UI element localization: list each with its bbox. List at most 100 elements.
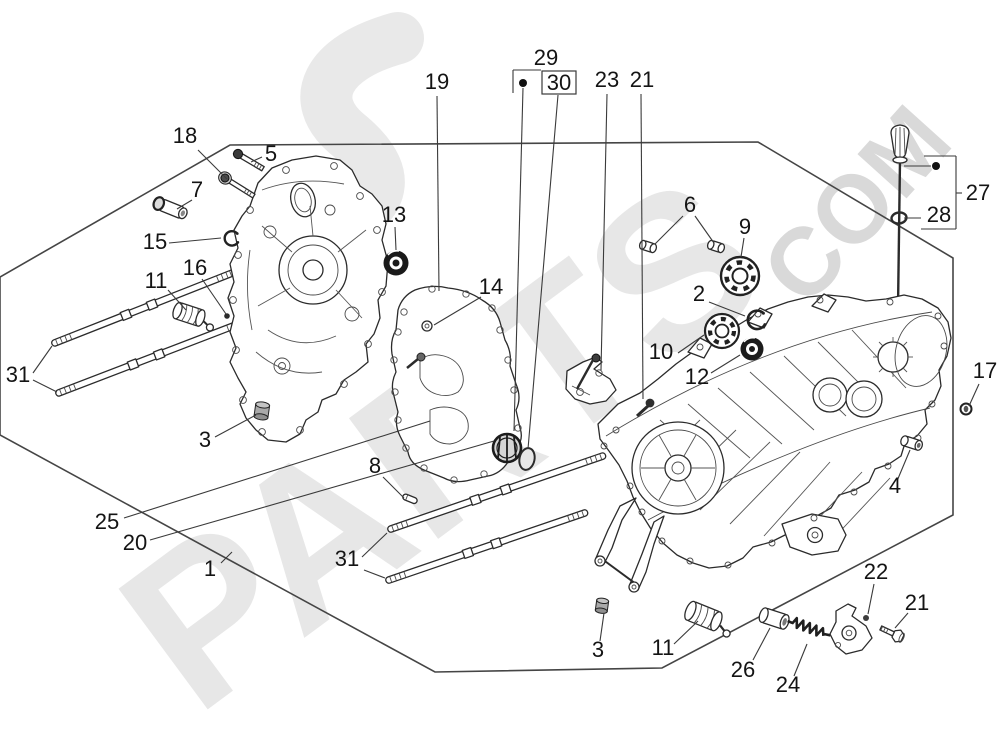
callout-30: 30: [547, 70, 571, 95]
flange-bolt-18: [218, 171, 256, 199]
leader-line-3: [599, 612, 605, 642]
leader-line-20: [149, 440, 495, 541]
callout-8: 8: [369, 453, 381, 478]
bracket-22: [829, 603, 873, 655]
oil-jet-bushing: [421, 320, 433, 332]
callout-11: 11: [145, 268, 168, 293]
leader-line-1: [220, 551, 233, 564]
leader-line-3: [214, 414, 257, 438]
leader-line-5: [250, 156, 263, 163]
leader-line-21: [894, 612, 909, 629]
oil-dipstick: [890, 124, 910, 309]
dowel-pin-3-left: [253, 401, 271, 421]
callout-31: 31: [335, 546, 359, 571]
leader-line-31: [32, 379, 58, 393]
callout-25: 25: [95, 509, 119, 534]
leader-line-13: [394, 226, 397, 251]
callout-21: 21: [630, 67, 654, 92]
callout-20: 20: [123, 530, 147, 555]
callout-11: 11: [652, 635, 675, 660]
callout-23: 23: [595, 67, 619, 92]
leader-line-4: [896, 449, 911, 482]
callout-10: 10: [649, 339, 673, 364]
callout-box-30: [541, 70, 577, 95]
stud-bolt-lower-1: [387, 452, 607, 533]
bullet-leader-line: [513, 87, 524, 432]
callout-18: 18: [173, 123, 197, 148]
spacer-sleeve-26: [758, 607, 790, 630]
reference-bullet: [932, 162, 940, 170]
leader-line-6: [654, 215, 684, 245]
circlip-2: [746, 309, 767, 331]
bushing-6b: [706, 239, 726, 254]
oil-seal-12: [740, 337, 764, 361]
reference-bullet: [519, 79, 527, 87]
callout-3: 3: [592, 637, 604, 662]
ball-bearing-10: [703, 312, 741, 350]
leader-line-30: [527, 94, 559, 450]
callout-28: 28: [927, 202, 951, 227]
leader-line-9: [740, 237, 745, 258]
dipstick-oring: [890, 211, 908, 225]
leader-line-31: [363, 569, 386, 579]
leader-line-25: [123, 420, 431, 519]
leader-line-16: [201, 278, 227, 315]
leader-line-24: [793, 643, 808, 677]
stud-bolt-upper-left-1: [51, 269, 237, 347]
callout-27: 27: [966, 180, 990, 205]
callout-22: 22: [864, 559, 888, 584]
callout-21: 21: [905, 590, 929, 615]
leader-line-18: [197, 149, 228, 180]
bracket-plate-23: [565, 353, 617, 405]
bushing-4: [900, 435, 924, 451]
leader-line-11: [673, 620, 699, 645]
hex-bolt-21: [879, 625, 905, 643]
callout-7: 7: [191, 177, 203, 202]
callout-3: 3: [199, 427, 211, 452]
callout-24: 24: [776, 672, 800, 697]
rubber-damper-11-right: [684, 600, 731, 638]
pin-8: [402, 493, 418, 505]
diagram-border: [0, 141, 954, 673]
callout-6: 6: [684, 192, 696, 217]
callout-9: 9: [739, 214, 751, 239]
o-ring-30: [518, 447, 536, 471]
leader-line-11: [167, 289, 187, 311]
stud-bolt-lower-2: [385, 509, 589, 584]
leader-line-26: [752, 627, 771, 661]
oil-seal-13: [383, 250, 409, 276]
leader-line-15: [168, 237, 222, 244]
callout-2: 2: [693, 281, 705, 306]
callout-15: 15: [143, 229, 167, 254]
leader-line-22: [867, 583, 875, 615]
leader-line-8: [382, 476, 405, 499]
spring-24: [787, 616, 831, 637]
leader-line-7: [176, 199, 193, 210]
screw-21-installed: [635, 398, 655, 418]
callout-13: 13: [382, 202, 406, 227]
plug-17-bore: [963, 405, 969, 413]
leader-line-19: [436, 95, 440, 292]
callout-17: 17: [973, 358, 997, 383]
callout-14: 14: [479, 274, 503, 299]
callout-1: 1: [204, 556, 216, 581]
dowel-pin-3-right: [594, 597, 610, 614]
leader-line-17: [968, 383, 980, 407]
leader-line-6: [694, 215, 715, 244]
ball-bearing-9: [719, 255, 761, 297]
callout-16: 16: [183, 255, 207, 280]
leader-line-23: [600, 93, 608, 371]
circlip-15: [223, 229, 240, 247]
gasket-bolt: [416, 352, 426, 362]
callout-26: 26: [731, 657, 755, 682]
right-crankcase-half: [594, 293, 952, 593]
callout-19: 19: [425, 69, 449, 94]
callout-5: 5: [265, 141, 277, 166]
screw-16: [224, 313, 230, 319]
callout-29: 29: [534, 45, 558, 70]
flange-bolt-5: [232, 148, 265, 172]
callout-4: 4: [889, 473, 901, 498]
